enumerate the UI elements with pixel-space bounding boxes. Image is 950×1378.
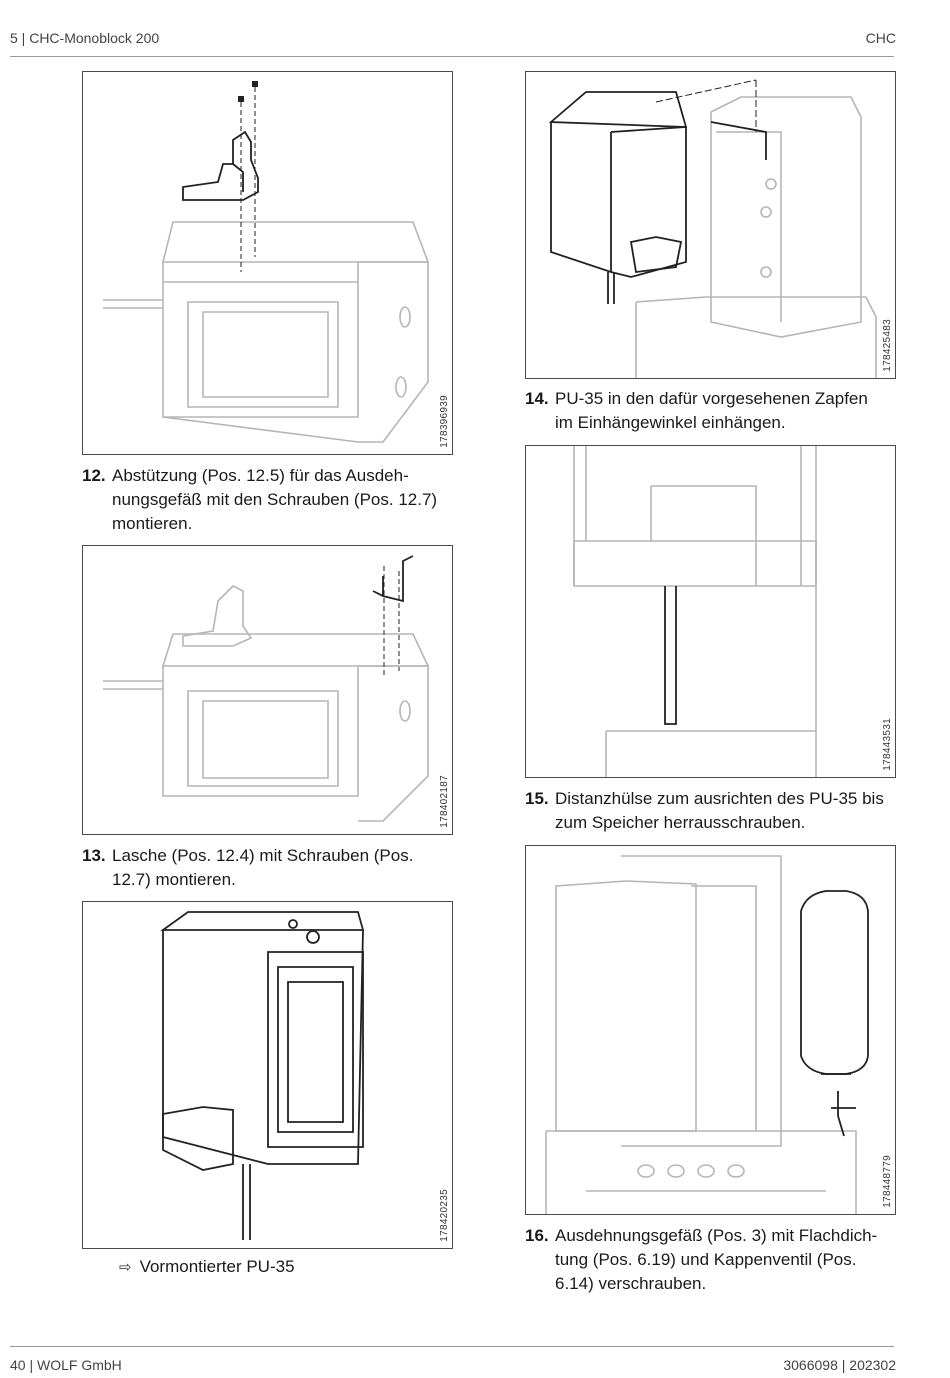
step-number: 16.	[525, 1226, 549, 1245]
figure-preassembled-pu35: 178420235	[82, 901, 453, 1249]
step-text-line: 12.7) montieren.	[112, 870, 236, 889]
step-text-line: im Einhängewinkel einhängen.	[555, 413, 786, 432]
result-text: Vormontierter PU-35	[139, 1257, 295, 1276]
step-16: 16. Ausdehnungsgefäß (Pos. 3) mit Flachd…	[525, 1224, 905, 1296]
step-text-line: tung (Pos. 6.19) und Kappenventil (Pos.	[555, 1250, 857, 1269]
step-14: 14. PU-35 in den dafür vorgesehenen Zapf…	[525, 387, 905, 435]
header-rule	[10, 56, 894, 57]
result-line: ⇨ Vormontierter PU-35	[119, 1255, 295, 1280]
header-left: 5 | CHC-Monoblock 200	[10, 30, 160, 46]
step-text-line: Abstützung (Pos. 12.5) für das Ausdeh-	[112, 466, 409, 485]
drawing-spacer-sleeve	[573, 446, 817, 777]
step-number: 15.	[525, 789, 549, 808]
figure-id: 178425483	[882, 319, 893, 372]
drawing-strap-on-housing	[103, 555, 430, 822]
figure-id: 178396939	[439, 395, 450, 448]
step-12: 12. Abstützung (Pos. 12.5) für das Ausde…	[82, 464, 462, 536]
step-number: 12.	[82, 466, 106, 485]
step-text-line: Lasche (Pos. 12.4) mit Schrauben (Pos.	[112, 846, 414, 865]
figure-id: 178420235	[439, 1189, 450, 1242]
footer-rule	[10, 1346, 894, 1347]
drawing-bracket-on-housing	[103, 81, 430, 443]
step-13: 13. Lasche (Pos. 12.4) mit Schrauben (Po…	[82, 844, 462, 892]
figure-id: 178448779	[882, 1155, 893, 1208]
figure-id: 178443531	[882, 718, 893, 771]
step-text-line: 6.14) verschrauben.	[555, 1274, 707, 1293]
step-number: 13.	[82, 846, 106, 865]
step-number: 14.	[525, 389, 549, 408]
header-right: CHC	[865, 30, 896, 46]
step-text-line: Ausdehnungsgefäß (Pos. 3) mit Flachdich-	[555, 1226, 878, 1245]
figure-id: 178402187	[439, 775, 450, 828]
step-15: 15. Distanzhülse zum ausrichten des PU-3…	[525, 787, 905, 835]
step-text-line: nungsgefäß mit den Schrauben (Pos. 12.7)	[112, 490, 438, 509]
step-text-line: Distanzhülse zum ausrichten des PU-35 bi…	[555, 789, 884, 808]
step-text-line: zum Speicher herrausschrauben.	[555, 813, 806, 832]
drawing-preassembled-pu35	[160, 911, 365, 1240]
drawing-hang-pu35	[548, 79, 877, 378]
figure-strap-mount: 178402187	[82, 545, 453, 835]
footer-right: 3066098 | 202302	[783, 1357, 896, 1373]
arrow-right-outline-icon: ⇨	[119, 1259, 132, 1276]
figure-bracket-mount: 178396939	[82, 71, 453, 455]
figure-spacer-sleeve: 178443531	[525, 445, 896, 778]
step-text-line: PU-35 in den dafür vorgesehenen Zapfen	[555, 389, 868, 408]
drawing-expansion-vessel	[545, 855, 869, 1214]
step-text-line: montieren.	[112, 514, 193, 533]
figure-expansion-vessel: 178448779	[525, 845, 896, 1215]
footer-left: 40 | WOLF GmbH	[10, 1357, 122, 1373]
figure-hang-pu35: 178425483	[525, 71, 896, 379]
